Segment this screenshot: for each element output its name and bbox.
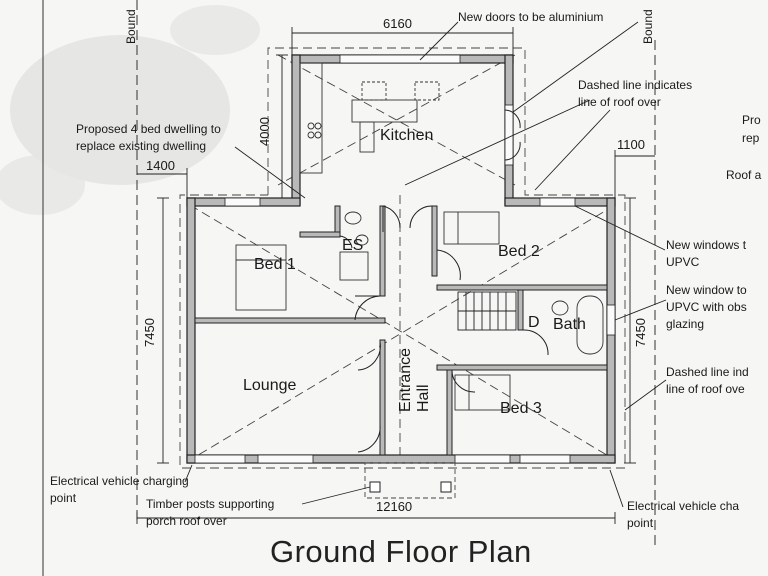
note-obscure-1: New window to: [666, 283, 747, 297]
bathroom-fittings: [339, 211, 604, 355]
room-label-ensuite: ES: [342, 237, 364, 254]
room-label-bed1: Bed 1: [254, 256, 296, 273]
boundary-label-left: Bound: [124, 9, 138, 44]
note-roof-line-1: Dashed line indicates: [578, 78, 693, 92]
dimension-kitchen-depth: 4000: [257, 117, 272, 146]
room-label-bath: Bath: [553, 316, 586, 333]
note-proposed-1: Proposed 4 bed dwelling to: [76, 122, 221, 136]
dimension-lines: [136, 27, 655, 524]
note-doors-aluminium: New doors to be aluminium: [458, 10, 604, 24]
dimension-total-width: 12160: [376, 499, 413, 514]
note-windows-2: UPVC: [666, 255, 700, 269]
dimension-kitchen-width: 6160: [383, 16, 412, 31]
note-dashed-right-2: line of roof ove: [666, 382, 745, 396]
windows: [194, 54, 616, 464]
note-obscure-3: glazing: [666, 317, 705, 331]
note-ev-left-1: Electrical vehicle charging: [50, 474, 189, 488]
leader-lines: [184, 21, 667, 508]
dimension-right-height: 7450: [633, 318, 648, 347]
dimension-left-height: 7450: [142, 318, 157, 347]
roof-outline: [179, 47, 626, 469]
internal-walls: [194, 205, 608, 456]
room-label-kitchen: Kitchen: [380, 127, 434, 144]
note-ev-right-2: point: [627, 516, 654, 530]
doors: [339, 109, 549, 453]
page-title: Ground Floor Plan: [270, 534, 532, 569]
room-label-bed2: Bed 2: [498, 243, 540, 260]
paper-stain: [0, 155, 85, 215]
kitchen-fittings: [299, 62, 440, 174]
note-windows-1: New windows t: [666, 238, 747, 252]
door-label-d: D: [528, 314, 540, 331]
note-timber-2: porch roof over: [146, 514, 227, 528]
room-label-bed3: Bed 3: [500, 400, 542, 417]
note-obscure-2: UPVC with obs: [666, 300, 747, 314]
staircase: [457, 291, 517, 331]
beds: [235, 211, 511, 411]
note-dashed-right-1: Dashed line ind: [666, 365, 749, 379]
note-pro-2: rep: [742, 131, 760, 145]
boundary-label-right: Bound: [641, 9, 655, 44]
porch: [364, 462, 456, 499]
note-roof-line-2: line of roof over: [578, 95, 661, 109]
room-label-lounge: Lounge: [243, 377, 297, 394]
dimension-left-offset: 1400: [146, 158, 175, 173]
note-proposed-2: replace existing dwelling: [76, 139, 207, 153]
note-ev-left-2: point: [50, 491, 77, 505]
paper-stain: [10, 35, 230, 185]
note-pro-1: Pro: [742, 113, 761, 127]
note-roof-a: Roof a: [726, 168, 762, 182]
room-label-entrance-hall: Entrance Hall: [397, 347, 432, 412]
note-timber-1: Timber posts supporting: [146, 497, 275, 511]
note-ev-right-1: Electrical vehicle cha: [627, 499, 740, 513]
paper-stain: [170, 5, 260, 55]
dimension-right-offset: 1100: [617, 137, 645, 152]
